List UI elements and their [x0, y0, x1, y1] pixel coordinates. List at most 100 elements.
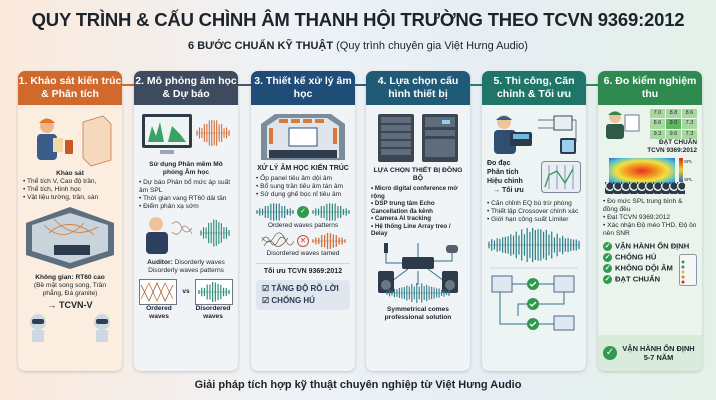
auditor-illustration — [146, 217, 230, 254]
ordered-label: Ordered waves — [146, 305, 172, 320]
disordered-label: Disordered waves — [195, 305, 231, 320]
bullet: Đạt TCVN 9369:2012 — [603, 214, 697, 222]
bullet: Camera AI tracking — [371, 215, 465, 223]
flow-arrow — [469, 84, 483, 86]
auditor-text: Disorderly waves Disorderly waves patter… — [148, 259, 225, 274]
pass-label: ĐẠT CHUẨN TCVN 9369:2012 — [647, 139, 697, 154]
eq-graph-icon — [541, 161, 581, 193]
spl-label: SPL — [684, 177, 693, 182]
checklist-item: ☑ TĂNG ĐỘ RÕ LỜI — [262, 284, 339, 293]
flow-arrow — [354, 84, 368, 86]
treatment-label: XỬ LÝ ÂM HỌC KIẾN TRÚC — [257, 165, 349, 172]
bullet: Sử dụng ghế bọc nỉ tiêu âm — [256, 191, 350, 199]
disordered-waves-label: Disordered waves tamed — [266, 250, 340, 257]
check-label: CHỐNG HÚ — [615, 252, 657, 262]
checklist: ☑ TĂNG ĐỘ RÕ LỜI ☑ CHỐNG HÚ — [256, 280, 350, 310]
bullet: Xác nhận Độ méo THD, Độ ồn nền SNR — [603, 222, 697, 238]
disordered-waves-icon — [195, 279, 233, 305]
bullet: Thiết lập Crossover chính xác — [487, 208, 581, 216]
grid-cell: 9.6 — [666, 129, 681, 139]
workflow-diagram — [490, 267, 578, 331]
bullet: Giới hạn công suất Limiter — [487, 216, 581, 224]
check-icon: ✓ — [603, 346, 617, 360]
check-icon: ✓ — [603, 275, 612, 284]
process-step: → Tối ưu — [493, 187, 524, 194]
check-label: KHÔNG DỘI ÂM — [615, 263, 673, 273]
check-label: ĐẠT CHUẨN — [615, 274, 661, 284]
flow-arrow — [238, 84, 252, 86]
audience-silhouette — [605, 182, 685, 194]
vs-label: vs — [182, 288, 190, 295]
auditorium-illustration — [261, 114, 345, 160]
space-note: (Bề mặt song song, Trần phẳng, Đá granit… — [33, 282, 107, 297]
spl-scale — [679, 158, 683, 182]
page-subtitle: 6 BƯỚC CHUẨN KỸ THUẬT (Quy trình chuyên … — [0, 40, 716, 52]
step-3-card: 3. Thiết kế xử lý âm học XỬ LÝ ÂM HỌC KI… — [251, 71, 355, 371]
sim-software-label: Sử dụng Phần mềm Mô phỏng Âm học — [149, 161, 223, 176]
system-diagram — [378, 242, 458, 303]
bullet: Thể tích V, Cao độ trần, — [23, 178, 117, 186]
check-icon: ✓ — [297, 206, 309, 218]
flow-arrow — [585, 84, 599, 86]
bullet: Căn chỉnh EQ bù trừ phòng — [487, 200, 581, 208]
bullet: Đo mức SPL trung bình & đồng đều — [603, 198, 697, 214]
equipment-rack-illustration — [378, 114, 458, 162]
cross-icon: ✕ — [297, 235, 309, 247]
spl-heatmap: SPL SPL — [603, 158, 697, 194]
check-icon: ✓ — [603, 264, 612, 273]
tcvn-v-label: → TCVN-V — [47, 300, 93, 310]
optimize-label: Tối ưu TCVN 9369:2012 — [256, 263, 350, 276]
result-checks: ✓VẬN HÀNH ỔN ĐỊNH ✓CHỐNG HÚ ✓KHÔNG DỘI Â… — [603, 241, 697, 286]
check-label: CHỐNG HÚ — [271, 296, 315, 305]
bullet: Thời gian vang RT60 dải tần — [139, 195, 233, 203]
bullet: Điểm phản xạ sớm — [139, 203, 233, 211]
bullet: Ốp panel tiêu âm dội âm — [256, 175, 350, 183]
equipment-label: LỰA CHỌN THIẾT BỊ ĐỒNG BỘ — [373, 167, 463, 182]
status-panel-icon — [679, 254, 697, 286]
check-label: TĂNG ĐỘ RÕ LỜI — [271, 284, 339, 293]
ordered-waves-icon — [139, 279, 177, 305]
step-2-title: 2. Mô phỏng âm học & Dự báo — [134, 71, 238, 105]
step-3-title: 3. Thiết kế xử lý âm học — [251, 71, 355, 105]
step-4-card: 4. Lựa chọn cấu hình thiết bị LỰA CHỌN T… — [366, 71, 470, 371]
step-2-card: 2. Mô phỏng âm học & Dự báo Sử dụng Phần… — [134, 71, 238, 371]
grid-cell: 7.3 — [682, 129, 697, 139]
final-result: ✓ VẬN HÀNH ỔN ĐỊNH 5-7 NĂM — [598, 335, 702, 371]
grid-cell: 8.6 — [682, 109, 697, 119]
checklist-item: ☑ CHỐNG HÚ — [262, 296, 315, 305]
page-title: QUY TRÌNH & CẤU CHÌNH ÂM THANH HỘI TRƯỜN… — [31, 9, 685, 30]
spl-label: SPL — [684, 159, 693, 164]
grid-cell: 8.6 — [650, 119, 665, 129]
grid-cell: 7.0 — [650, 109, 665, 119]
process-step: Đo đạc — [487, 160, 511, 167]
bullet: Vật liệu tường, trần, sàn — [23, 194, 117, 202]
subtitle-bold: 6 BƯỚC CHUẨN KỸ THUẬT — [188, 40, 334, 52]
hall-reverb-illustration — [26, 207, 114, 269]
grid-cell: 9.0 — [666, 119, 681, 129]
bullet: DSP trung tâm Echo Cancellation đa kênh — [371, 200, 465, 215]
step-5-title: 5. Thi công, Căn chỉnh & Tối ưu — [482, 71, 586, 105]
simulation-monitor-illustration — [142, 114, 230, 154]
check-icon: ✓ — [603, 242, 612, 251]
technician-illustration — [494, 115, 577, 154]
space-label: Không gian: RT60 cao — [35, 274, 105, 281]
ordered-waves-label: Ordered waves patterns — [267, 222, 339, 229]
process-step: Phân tích — [487, 169, 519, 176]
grid-cell: 7.3 — [682, 119, 697, 129]
step-6-title: 6. Đo kiểm nghiệm thu — [598, 71, 702, 105]
surveyor-illustration — [37, 115, 112, 167]
waveform-illustration — [488, 227, 580, 263]
check-icon: ✓ — [603, 253, 612, 262]
robots-illustration — [30, 314, 110, 342]
bullet: Hệ thống Line Array treo / Delay — [371, 223, 465, 238]
process-step: Hiệu chỉnh — [487, 178, 523, 185]
footer-tagline: Giải pháp tích hợp kỹ thuật chuyên nghiệ… — [194, 379, 522, 391]
bullet: Micro digital conference mở rộng — [371, 185, 465, 200]
final-label: VẬN HÀNH ỔN ĐỊNH 5-7 NĂM — [622, 344, 695, 362]
check-label: VẬN HÀNH ỔN ĐỊNH — [615, 241, 690, 251]
wave-icon — [256, 203, 294, 221]
step-4-title: 4. Lựa chọn cấu hình thiết bị — [366, 71, 470, 105]
wave-icon — [312, 203, 350, 221]
